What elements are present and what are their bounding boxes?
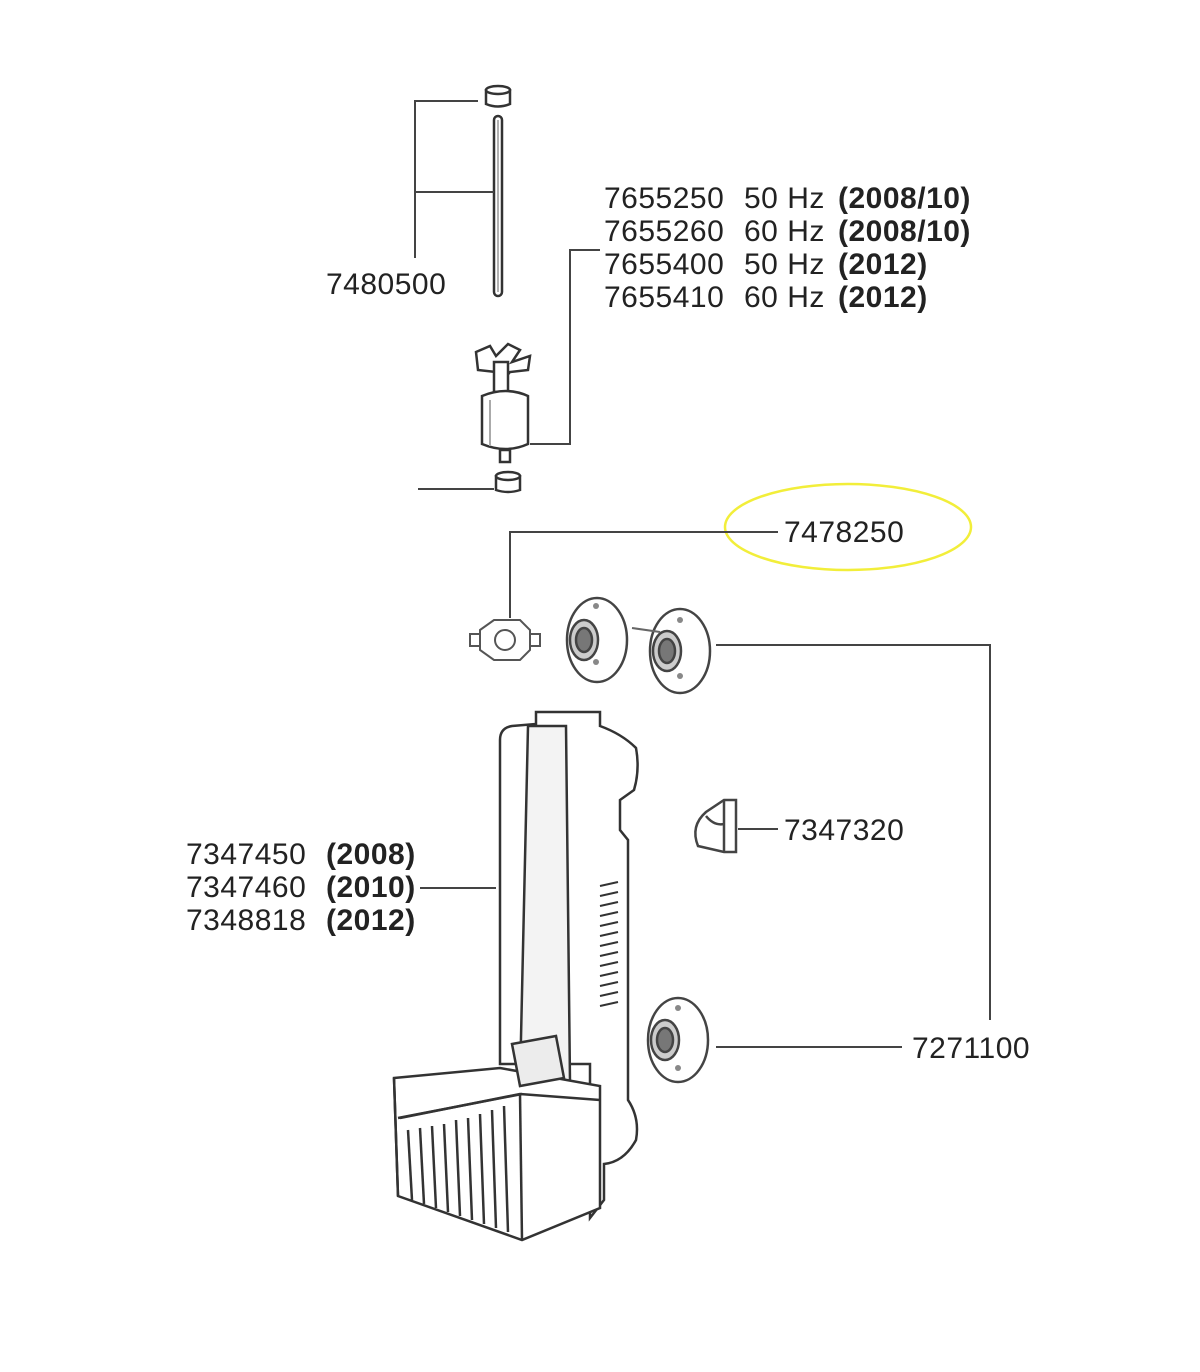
rotor-year: (2012) — [838, 248, 928, 281]
suction-cup-leader-lines — [716, 644, 991, 1048]
rotor-code: 7655410 — [604, 281, 724, 314]
intake-slots — [406, 1105, 510, 1233]
suction-cup — [565, 596, 629, 684]
rotor-frequency: 50 Hz — [744, 182, 825, 215]
small-connector-part — [469, 619, 541, 661]
clip-part-number: 7347320 — [784, 814, 904, 847]
housing-code: 7348818 — [186, 904, 306, 937]
rotor-frequency: 60 Hz — [744, 215, 825, 248]
rotor-year: (2008/10) — [838, 182, 971, 215]
rotor-year: (2012) — [838, 281, 928, 314]
rotor-year: (2008/10) — [838, 215, 971, 248]
housing-grille — [599, 881, 619, 1007]
rotor-leader-line — [530, 249, 600, 445]
rotor-frequency: 60 Hz — [744, 281, 825, 314]
bottom-bushing — [494, 470, 522, 494]
axle-part — [484, 84, 512, 298]
highlighted-leader-line — [509, 531, 778, 618]
highlighted-part-number: 7478250 — [784, 516, 904, 549]
filter-housing-part — [392, 710, 639, 1242]
housing-year: (2008) — [326, 838, 416, 871]
highlight-ellipse — [723, 482, 973, 572]
housing-code: 7347450 — [186, 838, 306, 871]
rotor-code: 7655260 — [604, 215, 724, 248]
suction-cup — [648, 607, 712, 695]
housing-year: (2012) — [326, 904, 416, 937]
housing-code: 7347460 — [186, 871, 306, 904]
clip-part — [694, 798, 738, 854]
cup-join-line — [631, 627, 661, 633]
housing-part-list: 7347450 (2008) 7347460 (2010) 7348818 (2… — [186, 838, 416, 937]
rotor-frequency: 50 Hz — [744, 248, 825, 281]
rotor-code: 7655400 — [604, 248, 724, 281]
rotor-part-list: 7655250 50 Hz (2008/10) 7655260 60 Hz (2… — [604, 182, 971, 314]
suction-cup — [646, 996, 710, 1084]
rotor-code: 7655250 — [604, 182, 724, 215]
axle-part-number: 7480500 — [326, 268, 446, 301]
housing-year: (2010) — [326, 871, 416, 904]
suction-cup-part-number: 7271100 — [912, 1032, 1030, 1065]
axle-leader-lines — [414, 100, 494, 258]
impeller-part — [474, 342, 532, 464]
